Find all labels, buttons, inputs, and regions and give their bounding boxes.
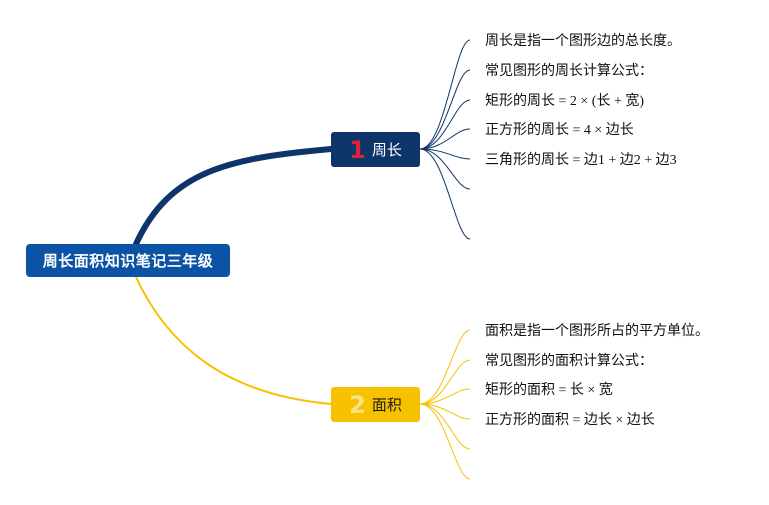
leaf-area-definition[interactable]: 面积是指一个图形所占的平方单位。 (485, 324, 709, 339)
leaf-perimeter-formulas[interactable]: 常见图形的周长计算公式： (485, 64, 653, 79)
branch-1-fan (419, 39, 471, 240)
fan-line (419, 148, 471, 190)
fan-line (419, 69, 471, 150)
leaf-perimeter-definition[interactable]: 周长是指一个图形边的总长度。 (485, 34, 681, 49)
branch-label-area: 面积 (371, 396, 402, 414)
fan-line (419, 359, 471, 405)
branch-label-perimeter: 周长 (371, 141, 402, 159)
leaf-rectangle-area[interactable]: 矩形的面积 = 长 × 宽 (485, 383, 613, 398)
number-badge-2: 2 (349, 390, 366, 419)
leaf-square-area[interactable]: 正方形的面积 = 边长 × 边长 (485, 413, 655, 428)
branch-node-perimeter[interactable]: 1 周长 (331, 132, 420, 167)
fan-line (419, 99, 471, 150)
root-label: 周长面积知识笔记三年级 (42, 252, 214, 270)
root-node[interactable]: 周长面积知识笔记三年级 (26, 244, 230, 277)
connector-root-branch-1 (133, 146, 334, 247)
leaf-square-perimeter[interactable]: 正方形的周长 = 4 × 边长 (485, 123, 634, 138)
fan-line (419, 148, 471, 240)
fan-line (419, 329, 471, 405)
branch-2-fan (419, 329, 471, 480)
fan-line (419, 403, 471, 450)
fan-line (419, 128, 471, 150)
connector-root-branch-2 (135, 276, 332, 405)
fan-line (419, 403, 471, 480)
leaf-triangle-perimeter[interactable]: 三角形的周长 = 边1 + 边2 + 边3 (485, 153, 677, 168)
fan-line (419, 39, 471, 150)
fan-line (419, 388, 471, 405)
number-badge-1: 1 (349, 135, 366, 164)
leaf-rectangle-perimeter[interactable]: 矩形的周长 = 2 × (长 + 宽) (485, 94, 645, 109)
leaf-area-formulas[interactable]: 常见图形的面积计算公式： (485, 354, 653, 369)
branch-node-area[interactable]: 2 面积 (331, 387, 420, 422)
